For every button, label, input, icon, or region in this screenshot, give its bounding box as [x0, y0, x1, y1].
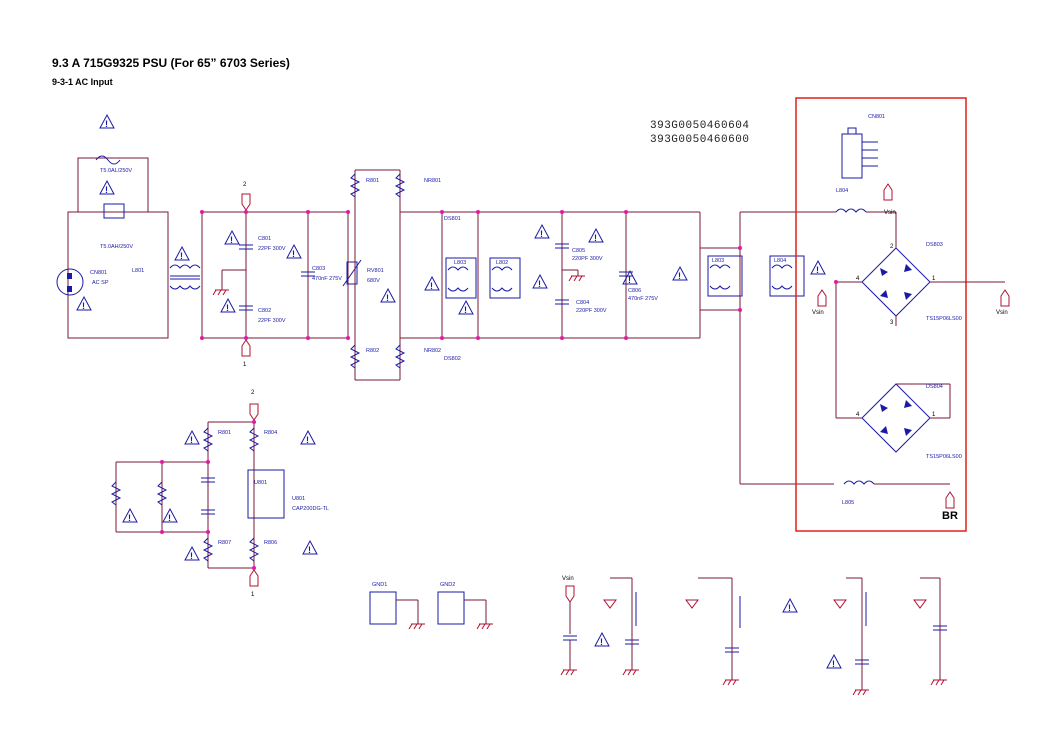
svg-text:GND2: GND2 [440, 582, 455, 588]
svg-text:L803: L803 [712, 258, 724, 264]
svg-text:22PF 300V: 22PF 300V [258, 246, 286, 252]
svg-text:C805: C805 [572, 248, 585, 254]
page-title: 9.3 A 715G9325 PSU (For 65” 6703 Series) [52, 56, 290, 70]
svg-text:R804: R804 [264, 430, 277, 436]
svg-text:T5.0AH/250V: T5.0AH/250V [100, 244, 133, 250]
svg-text:R806: R806 [264, 540, 277, 546]
svg-text:L802: L802 [496, 260, 508, 266]
svg-text:TS15P06LS00: TS15P06LS00 [926, 454, 962, 460]
ac-socket-icon [56, 268, 84, 296]
svg-text:L804: L804 [774, 258, 786, 264]
svg-text:R802: R802 [366, 348, 379, 354]
svg-text:2: 2 [243, 182, 247, 188]
svg-text:22PF 300V: 22PF 300V [258, 318, 286, 324]
svg-text:1: 1 [243, 362, 247, 368]
svg-text:R807: R807 [218, 540, 231, 546]
svg-text:C801: C801 [258, 236, 271, 242]
svg-text:C803: C803 [312, 266, 325, 272]
bypass-caps: Vsin [560, 576, 948, 696]
svg-text:RV801: RV801 [367, 268, 384, 274]
svg-text:DS803: DS803 [926, 242, 943, 248]
svg-text:C802: C802 [258, 308, 271, 314]
svg-text:Vsin: Vsin [812, 310, 824, 316]
filter-section: C801 22PF 300V C802 22PF 300V C803 470nF… [201, 182, 384, 368]
svg-text:C804: C804 [576, 300, 589, 306]
junction-nodes [160, 210, 838, 570]
ac-input-section: CN801 AC SP T5.0AL/250V T5.0AH/250V L801 [56, 155, 201, 339]
svg-text:GND1: GND1 [372, 582, 387, 588]
svg-text:1: 1 [251, 592, 255, 598]
block-label-br: BR [942, 510, 958, 522]
svg-text:U801: U801 [254, 480, 267, 486]
svg-text:220PF 300V: 220PF 300V [572, 256, 603, 262]
part-number-2: 393G0050460600 [650, 134, 750, 146]
svg-text:DS804: DS804 [926, 384, 943, 390]
svg-text:L803: L803 [454, 260, 466, 266]
svg-text:AC SP: AC SP [92, 280, 109, 286]
emi-stage-2: L803 L802 C805 220PF 300V C804 220PF 300… [400, 211, 701, 362]
svg-text:C806: C806 [628, 288, 641, 294]
part-number-1: 393G0050460604 [650, 120, 750, 132]
svg-text:2: 2 [890, 244, 894, 250]
thermistor-section: R801 NR801 R802 NR802 [350, 169, 441, 381]
svg-text:Vsin: Vsin [562, 576, 574, 582]
svg-text:DS802: DS802 [444, 356, 461, 362]
y-cap-network: U801 U801 CAP200DG-TL R801 R804 R807 R80… [111, 390, 329, 598]
svg-text:TS15P06LS00: TS15P06LS00 [926, 316, 962, 322]
svg-text:CN801: CN801 [868, 114, 885, 120]
svg-text:NR802: NR802 [424, 348, 441, 354]
svg-text:1: 1 [932, 412, 936, 418]
section-title: 9-3-1 AC Input [52, 77, 113, 87]
svg-text:U801: U801 [292, 496, 305, 502]
warning-icons [76, 114, 842, 670]
emi-stage-3: L803 L804 [700, 211, 834, 485]
svg-text:4: 4 [856, 276, 860, 282]
svg-text:Vsin: Vsin [884, 210, 896, 216]
svg-text:DS801: DS801 [444, 216, 461, 222]
svg-text:L805: L805 [842, 500, 854, 506]
svg-text:470nF 275V: 470nF 275V [312, 276, 342, 282]
svg-text:4: 4 [856, 412, 860, 418]
svg-text:220PF 300V: 220PF 300V [576, 308, 607, 314]
svg-text:CN801: CN801 [90, 270, 107, 276]
svg-text:R801: R801 [366, 178, 379, 184]
svg-text:T5.0AL/250V: T5.0AL/250V [100, 168, 132, 174]
svg-text:470nF 275V: 470nF 275V [628, 296, 658, 302]
svg-text:L804: L804 [836, 188, 848, 194]
svg-text:NR801: NR801 [424, 178, 441, 184]
gnd-connectors: GND1 GND2 [369, 582, 494, 630]
svg-text:R801: R801 [218, 430, 231, 436]
bridge-rectifier-block: BR CN801 L804 Vsin DS803 TS15P06LS00 4 1… [795, 97, 1010, 532]
svg-text:3: 3 [890, 320, 894, 326]
svg-text:L801: L801 [132, 268, 144, 274]
svg-text:680V: 680V [367, 278, 380, 284]
svg-text:Vsin: Vsin [996, 310, 1008, 316]
svg-text:2: 2 [251, 390, 255, 396]
svg-text:CAP200DG-TL: CAP200DG-TL [292, 506, 329, 512]
svg-text:1: 1 [932, 276, 936, 282]
